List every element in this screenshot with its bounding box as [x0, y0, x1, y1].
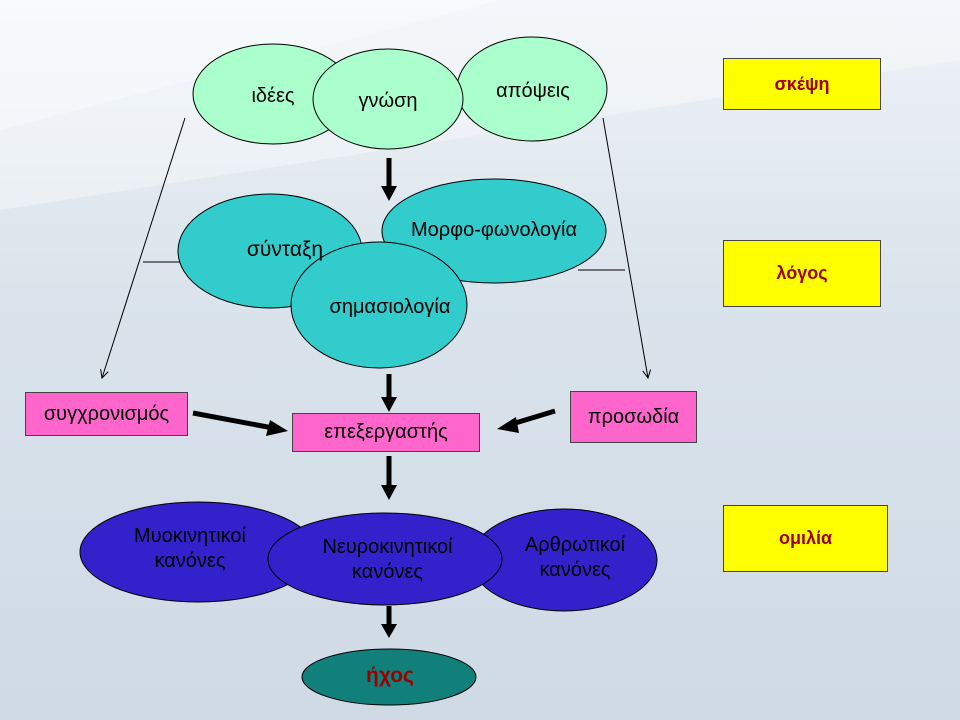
prosody-box: προσωδία	[570, 391, 697, 443]
left-connector-line	[102, 117, 186, 378]
synchronization-box: συγχρονισμός	[25, 392, 188, 436]
thick-arrows	[192, 158, 556, 638]
sound-ellipse	[301, 648, 477, 706]
processor-label: επεξεργαστής	[324, 421, 448, 443]
neurokinetic-ellipse	[267, 512, 503, 606]
language-level-label: λόγος	[776, 263, 828, 283]
speech-level-box: ομιλία	[723, 505, 888, 572]
processor-box: επεξεργαστής	[292, 413, 480, 452]
morphophonology-ellipse	[381, 178, 607, 284]
speech-level-label: ομιλία	[778, 528, 833, 548]
thought-level-box: σκέψη	[723, 58, 881, 110]
synchronization-label: συγχρονισμός	[43, 402, 170, 425]
thought-level-label: σκέψη	[774, 73, 830, 94]
language-level-box: λόγος	[723, 240, 881, 307]
opinions-ellipse	[456, 36, 608, 142]
prosody-label: προσωδία	[587, 405, 680, 428]
right-connector-line	[602, 117, 648, 378]
knowledge-ellipse	[312, 48, 464, 150]
semantics-ellipse	[290, 241, 468, 369]
